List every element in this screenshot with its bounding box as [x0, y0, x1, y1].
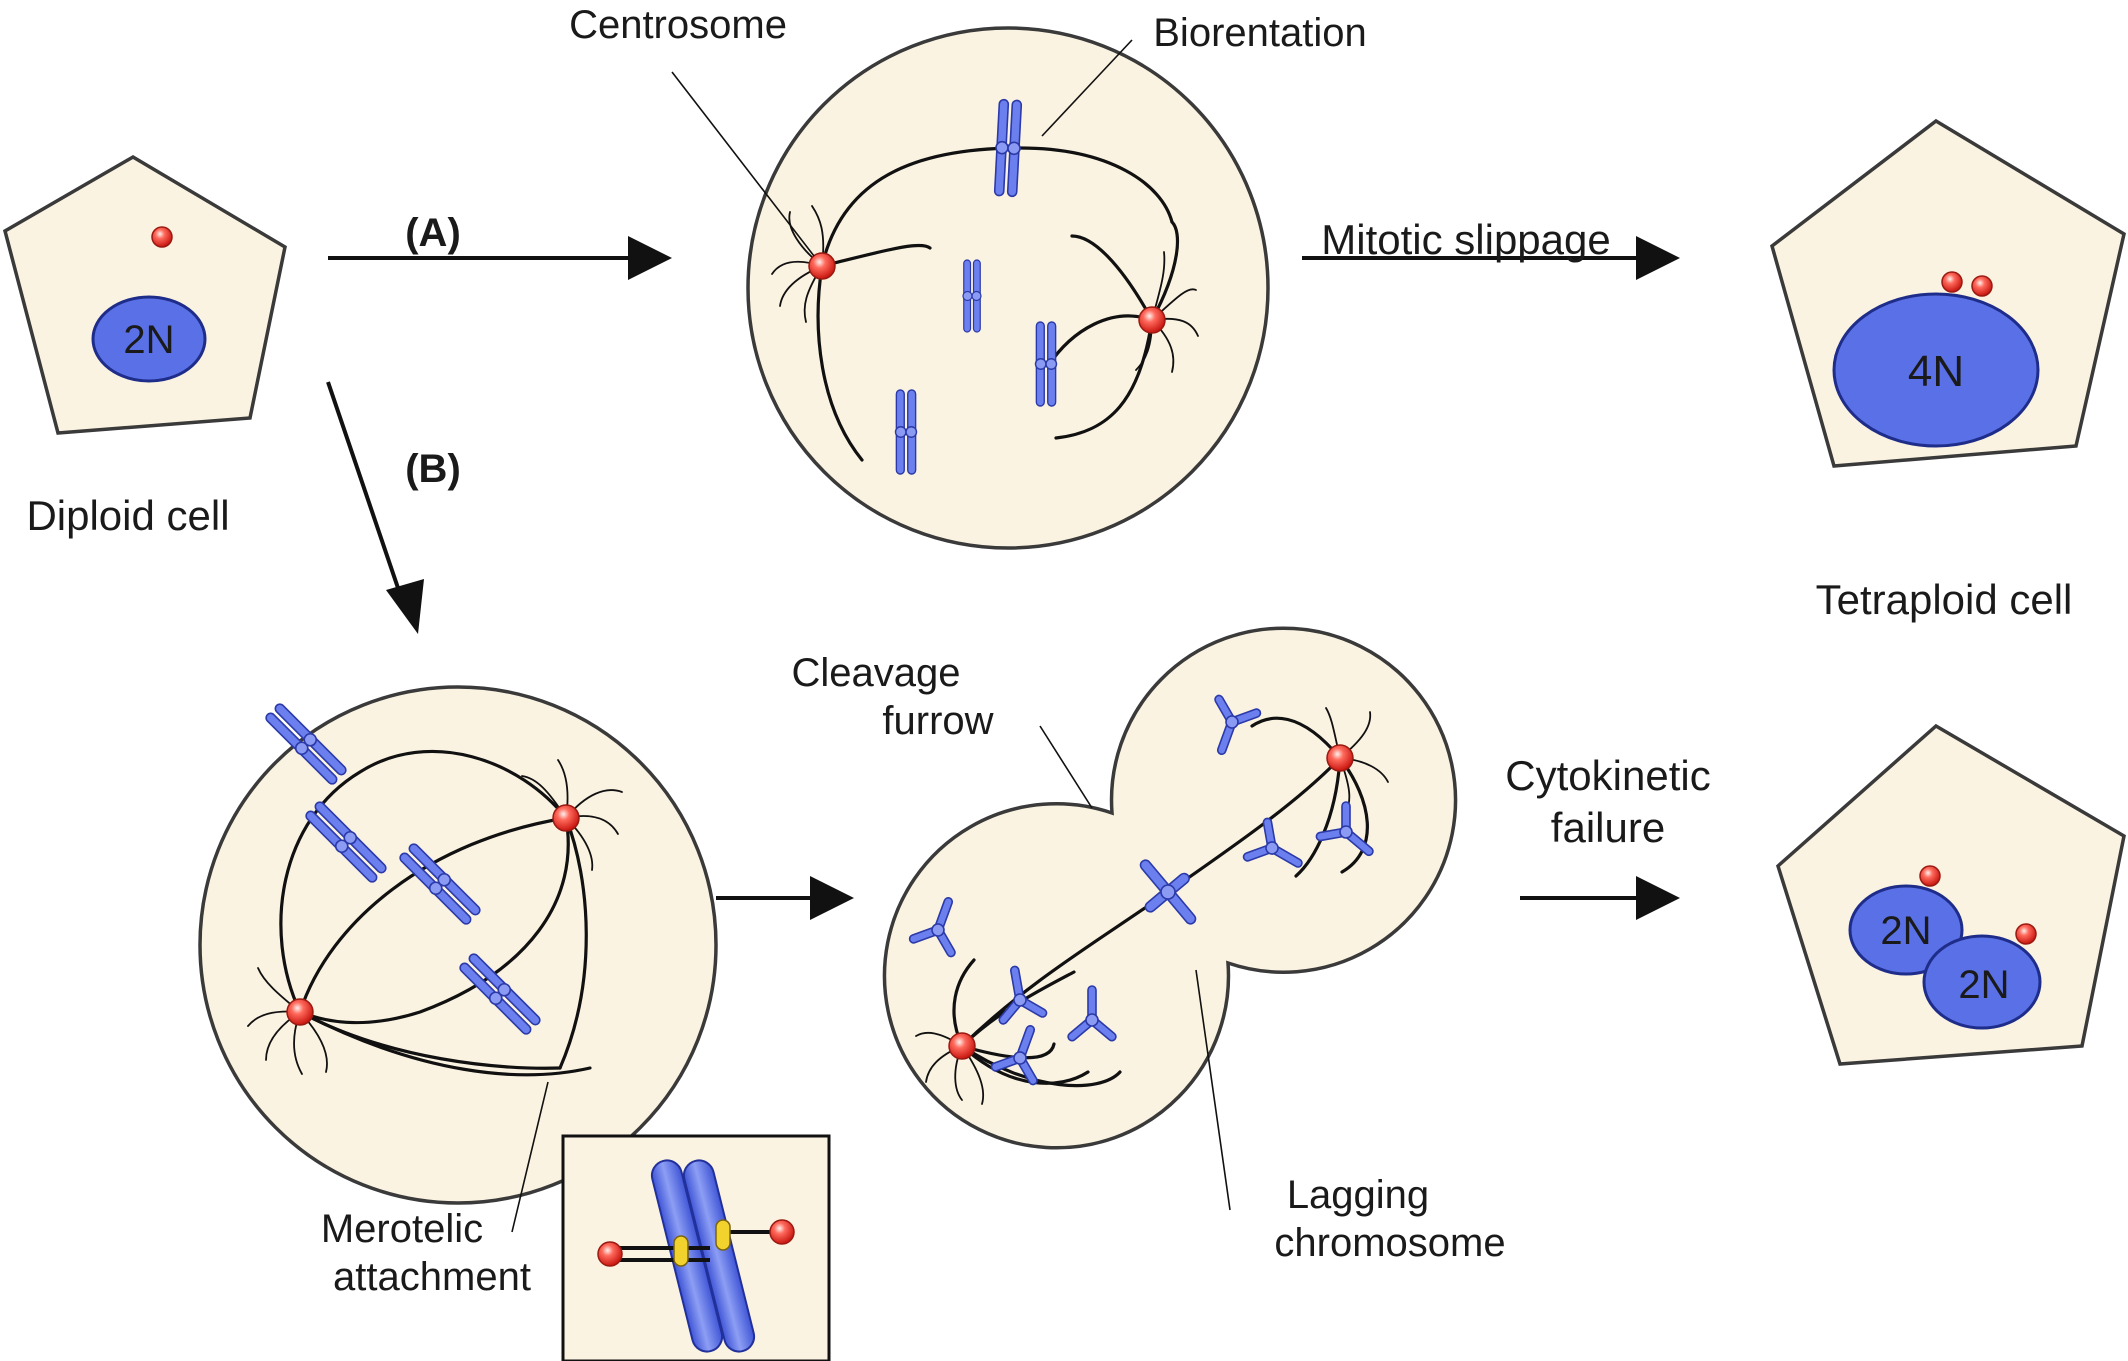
centrosome-icon: [552, 804, 580, 832]
route-a-label: (A): [405, 211, 461, 255]
centrosome-icon: [1971, 275, 1993, 297]
cytokinetic-label-line2: failure: [1551, 804, 1665, 851]
centrosome-icon: [1919, 865, 1941, 887]
binucleate-nucleus-a-label: 2N: [1880, 909, 1931, 953]
cleavage-label-line2: furrow: [882, 699, 993, 743]
binucleate-nucleus-b-label: 2N: [1958, 963, 2009, 1007]
kinetochore-yellow: [673, 1235, 689, 1267]
binucleate-nucleus-a: [1848, 884, 1964, 976]
lagging-chromosome: [1139, 859, 1197, 925]
diploid-nucleus: [91, 295, 207, 383]
tetraploid-nucleus: [1832, 292, 2040, 448]
tetraploid-nucleus-label: 4N: [1908, 347, 1964, 396]
bipolar-spindle-cell: [746, 26, 1270, 550]
merotelic-leader: [511, 1081, 549, 1233]
arrow-b-head: [386, 579, 424, 634]
binucleate-cell: 2N 2N: [1775, 723, 2126, 1066]
cleavage-label-line1: Cleavage: [791, 651, 960, 695]
lagging-label-line2: chromosome: [1274, 1221, 1505, 1265]
centrosome-icon: [1326, 744, 1354, 772]
lagging-leader: [1195, 969, 1231, 1211]
cleavage-leader: [1039, 725, 1093, 809]
centrosome-icon: [2015, 923, 2037, 945]
cytokinetic-label-line1: Cytokinetic: [1505, 752, 1710, 799]
lagging-label-line1: Lagging: [1287, 1173, 1429, 1217]
mitotic-slippage-label: Mitotic slippage: [1321, 216, 1610, 263]
diploid-nucleus-label: 2N: [123, 318, 174, 362]
arrow-a-head: [628, 236, 672, 280]
tetraploid-cell-label: Tetraploid cell: [1816, 576, 2073, 623]
centrosome-icon: [286, 998, 314, 1026]
arrow-b-shaft: [326, 381, 400, 589]
centrosome-icon: [597, 1241, 623, 1267]
centrosome-icon: [1138, 306, 1166, 334]
centrosome-leader: [671, 71, 815, 257]
merotelic-spindle-cell: [198, 685, 718, 1205]
arrow-anaphase-head: [810, 876, 854, 920]
kinetochore-yellow: [715, 1219, 731, 1251]
merotelic-inset: [561, 1134, 831, 1361]
centrosome-icon: [948, 1032, 976, 1060]
tetraploid-cell: 4N: [1769, 118, 2126, 468]
merotelic-label-line2: attachment: [333, 1255, 531, 1299]
merotelic-label-line1: Merotelic: [321, 1207, 483, 1251]
diploid-cell-label: Diploid cell: [26, 492, 229, 539]
diploid-cell: 2N: [2, 154, 287, 435]
dividing-cell: [882, 626, 1458, 1150]
centrosome-label: Centrosome: [569, 3, 787, 47]
route-b-label: (B): [405, 447, 461, 491]
biorientation-label: Biorentation: [1153, 11, 1366, 55]
centrosome-icon: [808, 252, 836, 280]
centrosome-icon: [1941, 271, 1963, 293]
slippage-arrow-head: [1636, 236, 1680, 280]
centrosome-icon: [769, 1219, 795, 1245]
biorientation-leader: [1041, 39, 1133, 137]
binucleate-nucleus-b: [1922, 934, 2042, 1030]
cytokinetic-arrow-head: [1636, 876, 1680, 920]
centrosome-icon: [151, 226, 173, 248]
